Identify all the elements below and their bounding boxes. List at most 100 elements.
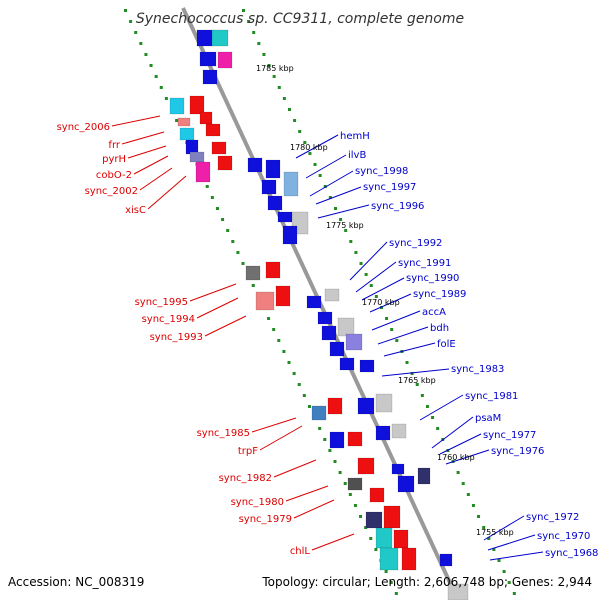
track-dot [374,295,378,298]
leader-line [111,115,161,127]
gene-label[interactable]: xisC [125,205,146,216]
gene-label[interactable]: trpF [238,446,258,457]
track-dot [354,251,358,254]
gene-label[interactable]: sync_1998 [355,166,408,177]
gene-block [365,511,383,529]
track-dot [410,372,414,375]
track-dot [507,581,511,584]
gene-label[interactable]: ilvB [348,150,366,161]
gene-block [337,317,355,337]
track-dot [369,537,373,540]
track-dot [277,339,281,342]
track-dot [328,449,332,452]
gene-label[interactable]: chlL [290,546,311,557]
track-dot [247,20,251,23]
track-dot [277,86,281,89]
leader-line [273,459,317,478]
track-dot [338,471,342,474]
track-dot [374,548,378,551]
gene-label[interactable]: psaM [475,413,501,424]
gene-label[interactable]: bdh [430,323,449,334]
gene-label[interactable]: sync_1994 [142,314,195,325]
gene-label[interactable]: sync_1985 [197,428,250,439]
gene-label[interactable]: sync_1983 [451,364,504,375]
track-dot [242,9,245,12]
track-dot [215,207,219,210]
gene-label[interactable]: folE [437,339,456,350]
track-dot [343,482,347,485]
track-dot [512,592,516,595]
gene-block [265,261,281,279]
track-dot [292,372,296,375]
gene-label[interactable]: sync_1997 [363,182,416,193]
track-dot [144,53,148,56]
leader-line [285,485,329,502]
leader-line [121,131,165,145]
track-dot [492,548,496,551]
gene-block [179,127,195,141]
leader-line [361,277,405,301]
gene-block [169,97,185,115]
track-dot [129,20,133,23]
gene-label[interactable]: sync_1979 [239,514,292,525]
kbp-marker: 1765 kbp [398,376,436,385]
track-dot [267,317,271,320]
track-dot [431,416,435,419]
track-dot [420,394,424,397]
track-dot [456,471,460,474]
gene-block [177,117,191,127]
gene-label[interactable]: sync_1991 [398,258,451,269]
kbp-marker: 1755 kbp [476,528,514,537]
gene-label[interactable]: sync_1989 [413,289,466,300]
gene-label[interactable]: sync_1981 [465,391,518,402]
gene-block [277,211,293,223]
gene-block [255,291,275,311]
gene-block [393,529,409,549]
gene-block [347,431,363,447]
leader-line [259,425,303,451]
gene-block [282,225,298,245]
gene-block [375,425,391,441]
track-dot [425,405,429,408]
gene-block [369,487,385,503]
track-dot [353,504,357,507]
gene-label[interactable]: sync_2002 [85,186,138,197]
gene-label[interactable]: frr [108,140,120,151]
gene-label[interactable]: pyrH [102,154,126,165]
gene-label[interactable]: sync_1976 [491,446,544,457]
gene-label[interactable]: sync_1980 [231,497,284,508]
map-title: Synechococcus sp. CC9311, complete genom… [136,11,464,27]
track-dot [344,229,348,232]
track-dot [323,185,327,188]
leader-line [189,283,237,302]
gene-label[interactable]: sync_1995 [135,297,188,308]
leader-line [371,310,421,331]
leader-line [133,155,169,175]
track-dot [364,526,368,529]
gene-label[interactable]: cobO-2 [96,170,132,181]
gene-label[interactable]: sync_1990 [406,273,459,284]
track-dot [318,174,322,177]
gene-label[interactable]: sync_2006 [57,122,110,133]
track-dot [333,207,337,210]
kbp-marker: 1785 kbp [256,64,294,73]
track-dot [272,328,276,331]
gene-block [211,29,229,47]
gene-label[interactable]: sync_1970 [537,531,590,542]
gene-block [347,477,363,491]
gene-label[interactable]: hemH [340,131,370,142]
gene-label[interactable]: sync_1972 [526,512,579,523]
track-dot [134,31,138,34]
gene-label[interactable]: accA [422,307,446,318]
gene-label[interactable]: sync_1992 [389,238,442,249]
gene-label[interactable]: sync_1977 [483,430,536,441]
gene-label[interactable]: sync_1982 [219,473,272,484]
leader-line [431,416,474,449]
gene-label[interactable]: sync_1993 [150,332,203,343]
gene-label[interactable]: sync_1968 [545,548,598,559]
leader-line [445,449,490,465]
gene-block [245,265,261,281]
gene-label[interactable]: sync_1996 [371,201,424,212]
gene-block [329,431,345,449]
